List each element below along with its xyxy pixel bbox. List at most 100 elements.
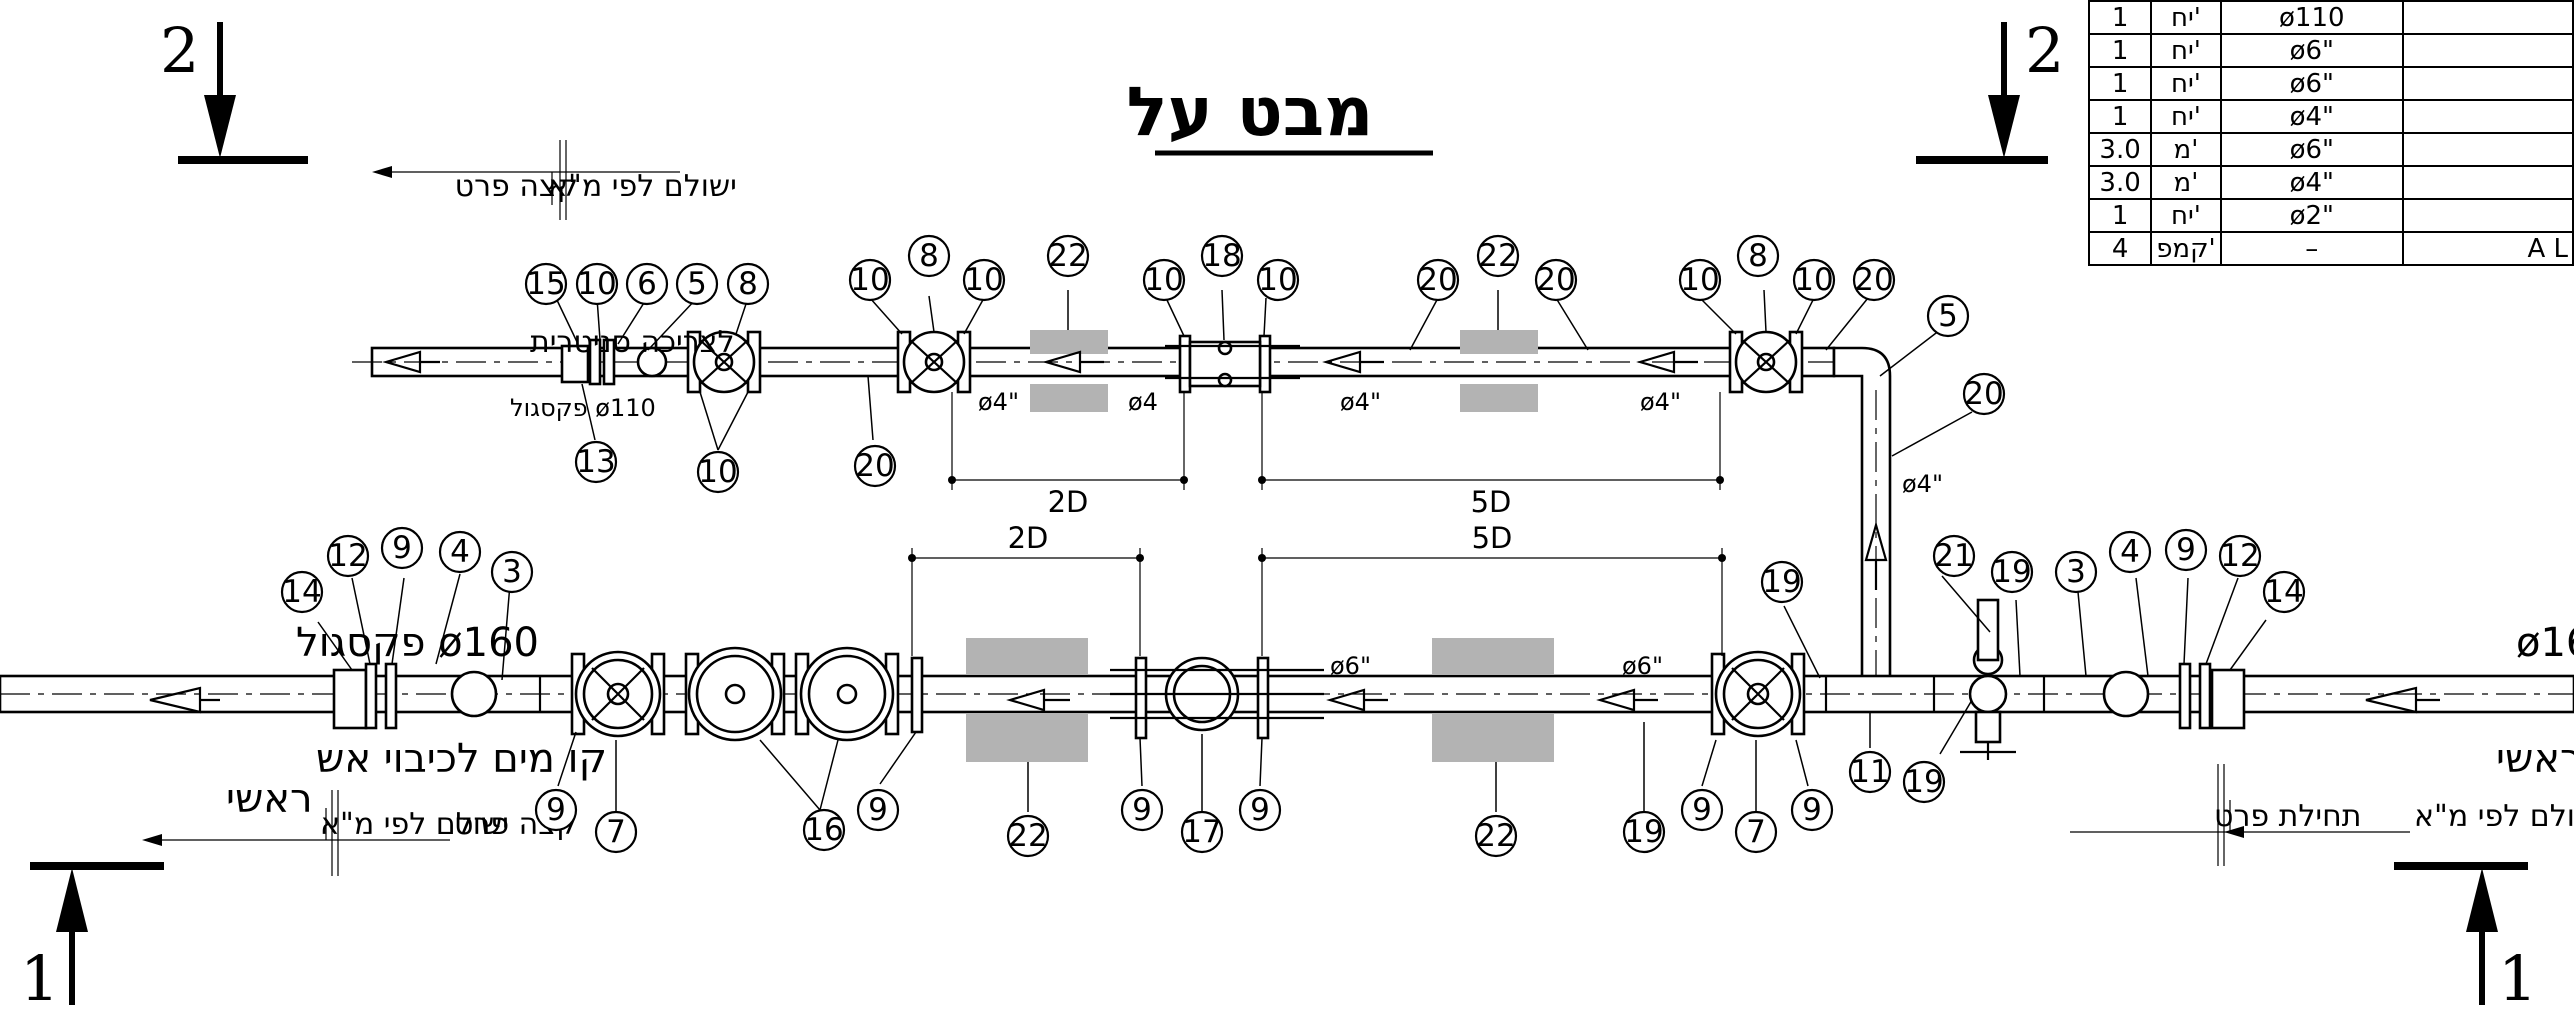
dia-4in-5: ø4" [1902,470,1943,498]
balloon: 9 [1680,788,1724,832]
svg-text:21: 21 [1934,538,1973,574]
flow-arrow-icon [1042,350,1104,374]
svg-text:19: 19 [1762,564,1801,600]
svg-text:10: 10 [1258,262,1297,298]
balloon: 19 [1902,760,1946,804]
balloon: 12 [2218,534,2262,578]
pexgol-160-left-text: ø160 פקסגול [296,620,539,666]
bom-cell [2401,99,2574,134]
sleeve-22-bottom [1432,714,1554,762]
balloon: 5 [675,262,719,306]
balloon: 10 [1256,258,1300,302]
bom-cell [2401,198,2574,233]
svg-text:22: 22 [1048,238,1087,274]
detail-start-text: תחילת פרט [2214,799,2361,834]
sleeve-22-top [966,638,1088,674]
balloon: 9 [856,788,900,832]
balloons: 15 10 6 5 8 13 10 20 10 8 10 22 10 18 10… [280,234,2306,858]
balloon: 8 [726,262,770,306]
flow-arrow-icon [382,350,440,374]
svg-text:11: 11 [1850,754,1889,790]
balloon: 19 [1990,550,2034,594]
svg-text:10: 10 [964,262,1003,298]
svg-text:10: 10 [1680,262,1719,298]
section-arrow-head-icon [204,95,236,158]
balloon: 12 [326,534,370,578]
balloon: 18 [1200,234,1244,278]
bom-cell: מ' [2150,132,2222,167]
balloon: 8 [1736,234,1780,278]
svg-text:10: 10 [850,262,889,298]
gate-valve-4in-2 [896,330,972,394]
svg-text:20: 20 [1536,262,1575,298]
svg-text:10: 10 [698,454,737,490]
air-valve-21 [1932,598,2016,760]
svg-text:17: 17 [1182,814,1221,850]
bom-cell: ø6" [2219,33,2404,68]
svg-text:9: 9 [546,792,566,828]
balloon: 17 [1180,810,1224,854]
bom-cell: יח' [2150,33,2222,68]
balloon: 10 [1678,258,1722,302]
bom-cell: – [2219,231,2404,266]
svg-text:20: 20 [855,448,894,484]
dia-4in-3: ø4" [1340,388,1381,416]
flow-arrow-icon [1864,520,1888,590]
balloon: 9 [1120,788,1164,832]
dim-5d-bottom: 5D [1472,521,1513,555]
section-number: 1 [2498,942,2537,1015]
bom-cell: 3.0 [2087,165,2153,200]
balloon: 21 [1932,534,1976,578]
flow-arrow-icon [1322,350,1384,374]
svg-text:3: 3 [502,554,522,590]
svg-text:20: 20 [1418,262,1457,298]
upper-dimensions: 2D 5D [948,392,1724,519]
balloon: 20 [853,444,897,488]
svg-text:5: 5 [1938,298,1958,334]
flange-6 [602,338,616,386]
svg-text:7: 7 [1746,814,1766,850]
bom-cell: 1 [2087,66,2153,101]
balloon: 9 [1238,788,1282,832]
dia-4in-2: ø4 [1128,388,1158,416]
upper-pipeline [352,330,1892,700]
pexgol-110-text: ø110 פקסגול [510,394,656,422]
bom-cell: A L [2401,231,2574,266]
adapter-14-right [2210,668,2246,730]
svg-text:18: 18 [1202,238,1241,274]
bom-cell: 1 [2087,99,2153,134]
balloon: 9 [1790,788,1834,832]
fire-line-text: קו מים לכיבוי אש [316,736,607,782]
dim-5d-top: 5D [1471,485,1512,519]
svg-text:14: 14 [2264,574,2303,610]
paid-separately-text: ישולם לפי מ"א [2414,799,2574,834]
svg-text:8: 8 [919,238,939,274]
flow-arrow-icon [2365,686,2440,714]
balloon: 10 [962,258,1006,302]
bom-cell: יח' [2150,0,2222,35]
svg-text:4: 4 [450,534,470,570]
leader-arrow-icon [142,834,162,846]
elbow-5-riser [1832,346,1892,692]
section-number: 1 [20,942,59,1015]
bom-cell: 1 [2087,33,2153,68]
flow-arrow-icon [149,686,220,714]
flange-12-right [2198,662,2212,730]
dia-4in-1: ø4" [978,388,1019,416]
bom-cell: קמפ' [2150,231,2222,266]
bom-cell: 4 [2087,231,2153,266]
balloon: 10 [1142,258,1186,302]
gate-valve-4in-3 [1728,330,1804,394]
svg-text:22: 22 [1476,818,1515,854]
end-detail-text: קצה פרט [455,169,578,204]
balloon: 4 [2108,530,2152,574]
check-valve-16-2 [794,646,900,742]
flow-arrow-icon [1596,688,1658,712]
bom-cell: ø4" [2219,165,2404,200]
bom-cell [2401,66,2574,101]
